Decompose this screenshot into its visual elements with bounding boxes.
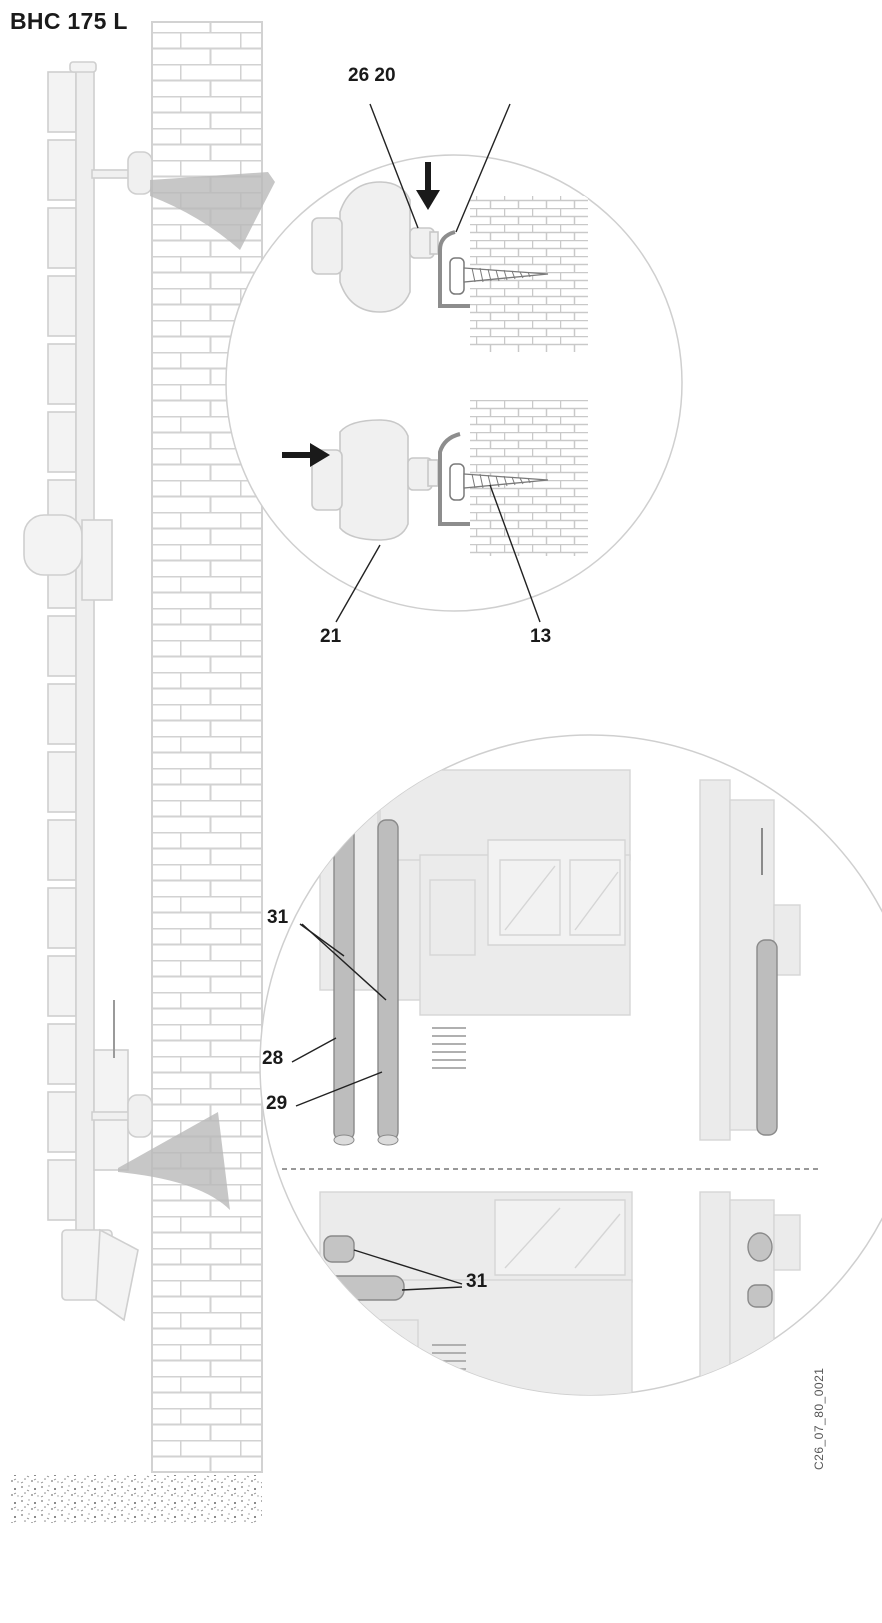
wall-brackets [91,151,153,1138]
heater-side-view [23,61,139,1322]
fitting-side-view-lower [699,1191,801,1395]
bracket-lower [438,432,470,526]
brick-wall [151,21,263,1473]
leader-lines-bottom [291,923,463,1291]
detail-bottom [259,734,882,1396]
arrow-down-icon [416,162,440,210]
callout-28: 28 [262,1048,284,1069]
page-title: BHC 175 L [10,8,128,34]
mount-knob-upper [311,181,439,313]
mount-knob-lower [311,419,439,541]
callout-31-top: 31 [267,907,289,928]
arrow-right-icon [282,443,330,467]
hose-side [756,939,778,1136]
floor-gravel [10,1475,262,1523]
callout-31-bottom: 31 [466,1271,488,1292]
hose-28 [333,794,355,1146]
zoom-wedge-top [150,172,275,250]
callout-13: 13 [530,626,552,647]
fitting-view-upper [319,769,631,1016]
hose-29 [377,819,399,1146]
screw-lower [449,463,549,501]
rake-teeth-lower [432,1344,466,1378]
fitting-side-view-upper [699,779,801,1141]
rake-teeth-upper [432,1027,466,1069]
callout-29: 29 [266,1093,288,1114]
drawing-code: C26_07_80_0021 [812,1367,826,1470]
bracket-upper [438,230,470,308]
leader-lines-top [335,103,541,623]
detail-top [225,103,683,623]
zoom-wedge-bottom [118,1112,230,1210]
callout-21: 21 [320,626,342,647]
callout-26-20: 26 20 [348,65,396,86]
screw-upper [449,257,549,295]
